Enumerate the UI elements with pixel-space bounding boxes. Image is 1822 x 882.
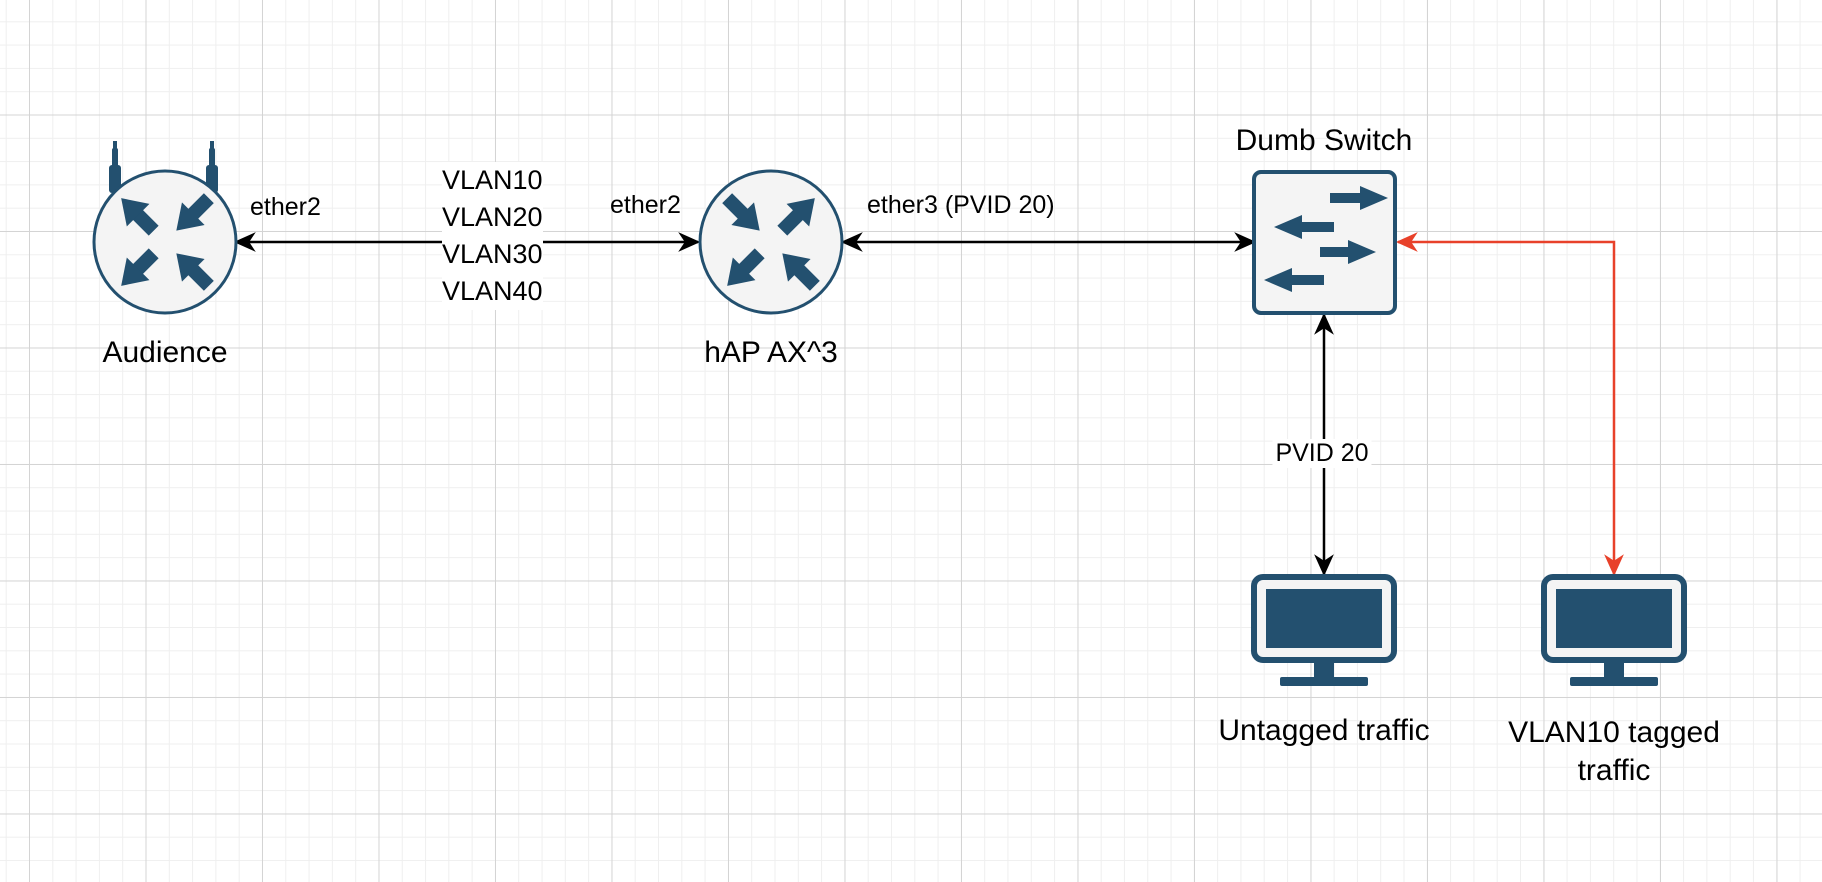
router-icon bbox=[698, 169, 844, 315]
switch-icon bbox=[1252, 170, 1397, 315]
trunk-vlan-item: VLAN30 bbox=[442, 236, 543, 273]
audience-label: Audience bbox=[102, 336, 228, 369]
hap-port-right-label: ether3 (PVID 20) bbox=[867, 191, 1055, 219]
switch-down-port-label: PVID 20 bbox=[1272, 439, 1372, 468]
audience-port-label: ether2 bbox=[250, 193, 321, 221]
trunk-vlan-item: VLAN20 bbox=[442, 199, 543, 236]
untagged-pc-label: Untagged traffic bbox=[1218, 714, 1430, 747]
tagged-pc-label: VLAN10 tagged traffic bbox=[1508, 714, 1720, 790]
tagged-pc-label-line2: traffic bbox=[1577, 754, 1651, 787]
switch-label: Dumb Switch bbox=[1235, 124, 1413, 157]
trunk-vlans-label: VLAN10 VLAN20 VLAN30 VLAN40 bbox=[442, 162, 543, 310]
trunk-vlan-item: VLAN10 bbox=[442, 162, 543, 199]
wireless-router-icon bbox=[92, 141, 238, 315]
tagged-pc-label-line1: VLAN10 tagged bbox=[1508, 716, 1720, 749]
trunk-vlan-item: VLAN40 bbox=[442, 273, 543, 310]
monitor-icon bbox=[1541, 574, 1687, 686]
hap-port-left-label: ether2 bbox=[610, 191, 681, 219]
monitor-icon bbox=[1251, 574, 1397, 686]
link-switch-tagged-pc bbox=[1395, 232, 1624, 577]
hap-label: hAP AX^3 bbox=[704, 336, 838, 369]
